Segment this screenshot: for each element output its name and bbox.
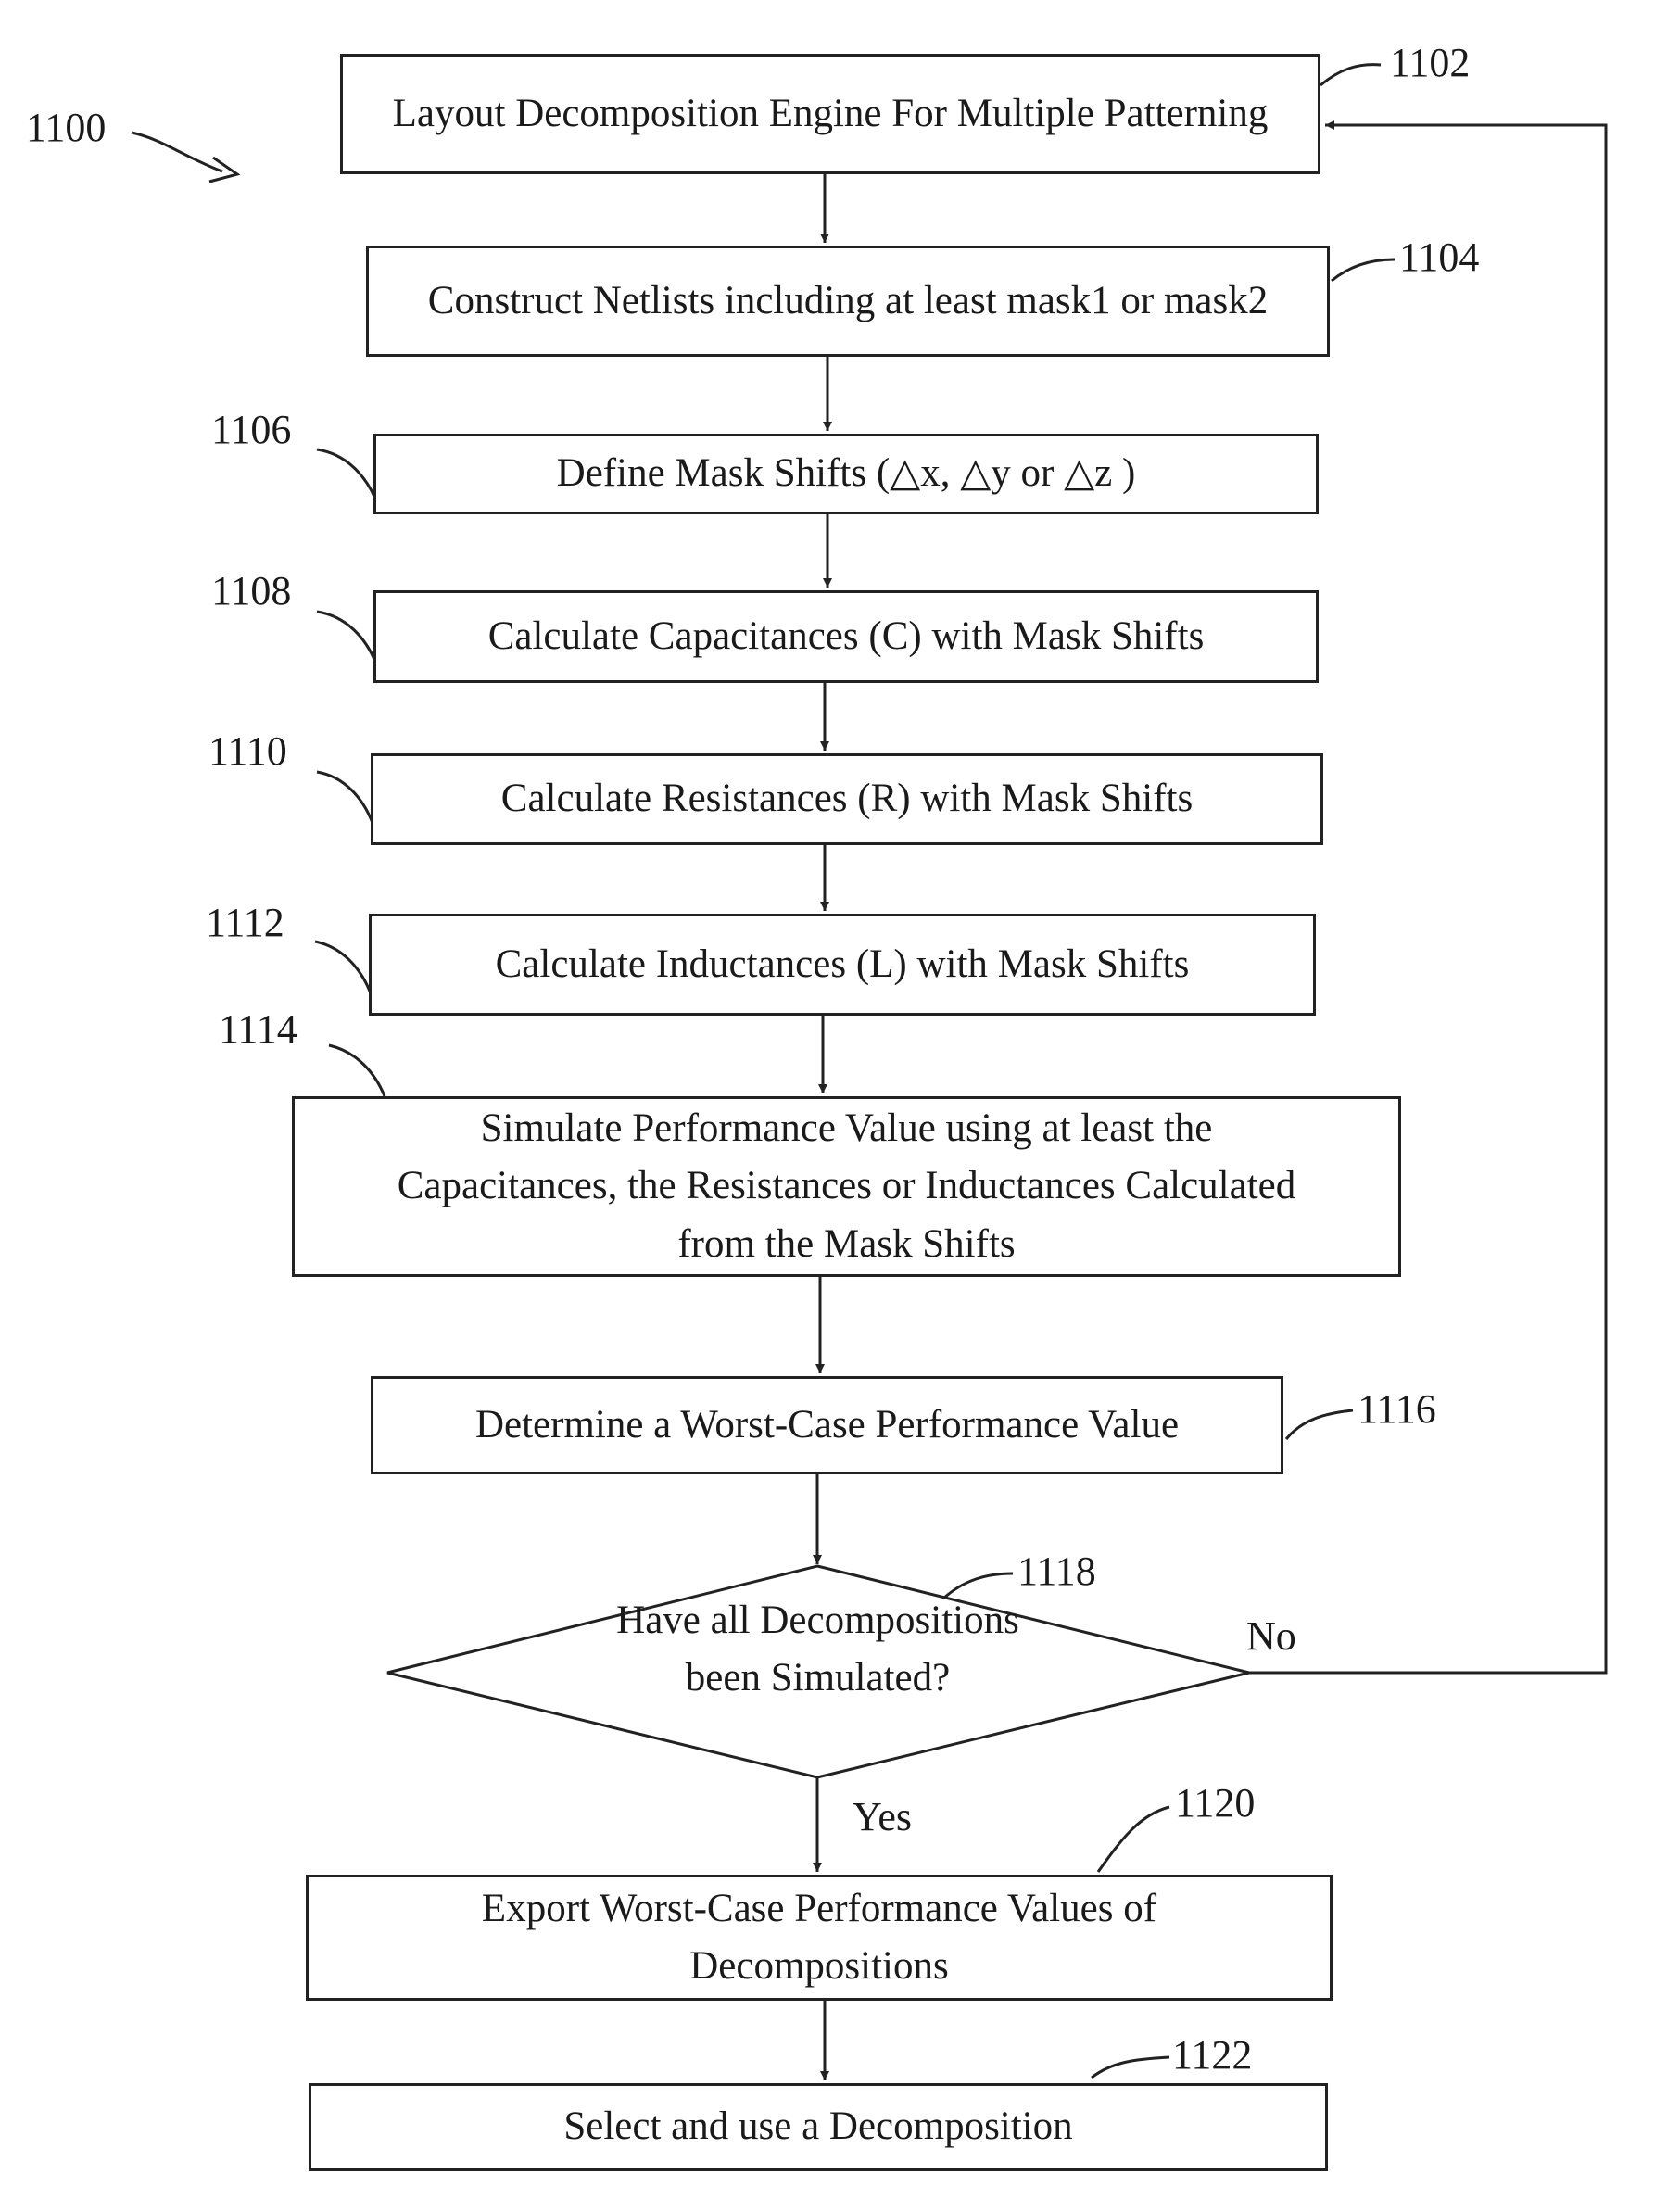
ref-label-1102: 1102 bbox=[1390, 39, 1470, 86]
step-box-1104: Construct Netlists including at least ma… bbox=[366, 246, 1330, 357]
step-box-1106: Define Mask Shifts (△x, △y or △z ) bbox=[373, 434, 1319, 514]
leader-1100 bbox=[132, 133, 222, 171]
step-box-1120: Export Worst-Case Performance Values of … bbox=[306, 1875, 1333, 2001]
leader-1114 bbox=[329, 1045, 385, 1096]
ref-label-1106: 1106 bbox=[211, 406, 291, 453]
leader-1108 bbox=[317, 612, 375, 662]
step-box-1102: Layout Decomposition Engine For Multiple… bbox=[340, 54, 1320, 174]
arrow-no-loop bbox=[1249, 125, 1606, 1673]
leader-1122 bbox=[1092, 2057, 1169, 2078]
ref-label-1122: 1122 bbox=[1172, 2031, 1252, 2079]
step-box-1114: Simulate Performance Value using at leas… bbox=[292, 1096, 1401, 1277]
leader-1120 bbox=[1098, 1807, 1169, 1872]
leader-1116 bbox=[1286, 1410, 1353, 1439]
leader-1102 bbox=[1320, 65, 1381, 85]
ref-label-1114: 1114 bbox=[219, 1005, 297, 1053]
leader-1112 bbox=[315, 942, 371, 993]
ref-label-1118: 1118 bbox=[1017, 1548, 1096, 1595]
figure-ref-label: 1100 bbox=[26, 104, 106, 151]
ref-label-1116: 1116 bbox=[1358, 1385, 1436, 1433]
ref-label-1108: 1108 bbox=[211, 567, 291, 614]
leader-1100-head bbox=[209, 158, 237, 182]
step-box-1108: Calculate Capacitances (C) with Mask Shi… bbox=[373, 590, 1319, 683]
ref-label-1112: 1112 bbox=[206, 899, 284, 946]
decision-no-label: No bbox=[1246, 1612, 1296, 1660]
step-box-1112: Calculate Inductances (L) with Mask Shif… bbox=[369, 914, 1316, 1016]
leader-1104 bbox=[1332, 259, 1395, 281]
ref-label-1104: 1104 bbox=[1399, 234, 1479, 281]
decision-yes-label: Yes bbox=[853, 1793, 912, 1840]
step-box-1110: Calculate Resistances (R) with Mask Shif… bbox=[371, 753, 1323, 845]
leader-1110 bbox=[317, 772, 373, 823]
ref-label-1120: 1120 bbox=[1175, 1779, 1255, 1826]
step-box-1116: Determine a Worst-Case Performance Value bbox=[371, 1376, 1283, 1474]
ref-label-1110: 1110 bbox=[208, 727, 287, 775]
leader-1106 bbox=[317, 449, 375, 499]
decision-text: Have all Decompositions been Simulated? bbox=[575, 1592, 1061, 1708]
step-box-1122: Select and use a Decomposition bbox=[309, 2083, 1328, 2171]
